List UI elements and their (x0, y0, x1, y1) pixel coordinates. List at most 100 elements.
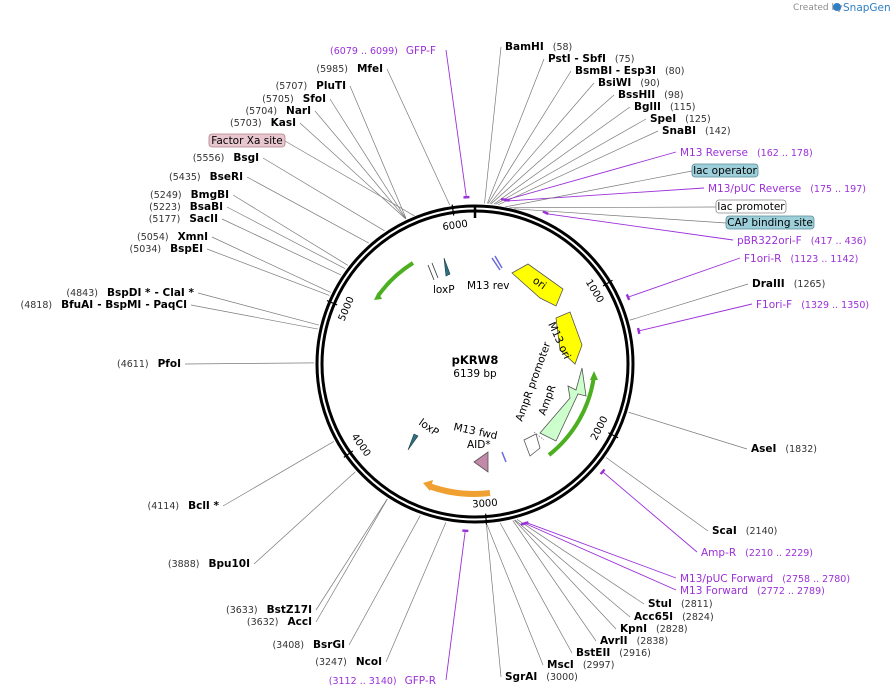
restriction-site-bglii[interactable]: BglII(115) (634, 101, 695, 113)
feature-box-cap-binding-site[interactable]: CAP binding site (725, 215, 815, 230)
feature-box-factor-xa-site[interactable]: Factor Xa site (208, 133, 286, 148)
feature-box-label: Factor Xa site (211, 135, 282, 147)
site-leader-bamhi (484, 46, 502, 204)
site-leader-bsgi (262, 157, 385, 232)
restriction-site-sacii[interactable]: (5177)SacII (149, 213, 218, 225)
site-leader-mfei (386, 68, 451, 206)
primer-amp-r[interactable]: Amp-R(2210 .. 2229) (701, 547, 813, 559)
primer-m13-forward[interactable]: M13 Forward(2772 .. 2789) (680, 585, 825, 597)
loxp-top-icon[interactable] (443, 257, 451, 277)
site-label: Acc65I(2824) (634, 611, 714, 623)
ampr-promoter-hatch (533, 431, 545, 441)
primer-m13-reverse[interactable]: M13 Reverse(162 .. 178) (680, 147, 813, 159)
green-arc-right[interactable] (547, 375, 596, 457)
primer-leader-gfp-f (445, 49, 467, 199)
ampr-arrow[interactable] (539, 367, 587, 442)
restriction-site-bamhi[interactable]: BamHI(58) (505, 41, 572, 53)
feature-box-bg (725, 215, 815, 230)
restriction-site-bpu10i[interactable]: (3888)Bpu10I (168, 558, 250, 570)
restriction-site-bsrgi[interactable]: (3408)BsrGI (272, 639, 345, 651)
aid-arrow[interactable] (473, 451, 489, 473)
restriction-site-bspdi[interactable]: (4843)BspDI *- ClaI * (66, 287, 194, 299)
restriction-site-stui[interactable]: StuI(2811) (648, 598, 713, 610)
restriction-site-scai[interactable]: ScaI(2140) (712, 525, 777, 537)
restriction-site-bsiwi[interactable]: BsiWI(90) (598, 77, 660, 89)
orange-arc-head (423, 480, 433, 491)
restriction-site-acci[interactable]: (3632)AccI (247, 616, 312, 628)
site-label: AvrII(2838) (600, 635, 668, 647)
feature-box-bg (715, 199, 787, 214)
primer-m13-puc-reverse[interactable]: M13/pUC Reverse(175 .. 197) (708, 183, 866, 195)
restriction-site-draiii[interactable]: DraIII(1265) (752, 278, 825, 290)
restriction-site-acc65i[interactable]: Acc65I(2824) (634, 611, 714, 623)
primer-f1ori-r[interactable]: F1ori-R(1123 .. 1142) (744, 253, 858, 265)
primer-leader-m13-puc-reverse (506, 187, 705, 202)
m13-fwd-marker (501, 451, 507, 463)
feature-box-lac-operator[interactable]: lac operator (691, 163, 759, 178)
snapgene-name: SnapGene (843, 2, 891, 14)
site-label: SgrAI(3000) (505, 671, 578, 683)
primer-pbr322ori-f[interactable]: pBR322ori-F(417 .. 436) (737, 235, 866, 247)
green-arc-left-head (374, 292, 382, 300)
primer-f1ori-f[interactable]: F1ori-F(1329 .. 1350) (756, 299, 869, 311)
restriction-site-bsgi[interactable]: (5556)BsgI (193, 152, 259, 164)
restriction-site-bsshii[interactable]: BssHII(98) (618, 89, 684, 101)
primer-gfp-r[interactable]: (3112 .. 3140)GFP-R (329, 675, 436, 687)
restriction-site-avrii[interactable]: AvrII(2838) (600, 635, 668, 647)
restriction-site-kasi[interactable]: (5703)KasI (230, 117, 296, 129)
site-label: (5985)MfeI (316, 63, 383, 75)
restriction-site-snabi[interactable]: SnaBI(142) (662, 125, 731, 137)
loxp-bottom-icon[interactable] (407, 433, 419, 451)
restriction-site-pluti[interactable]: (5707)PluTI (276, 80, 346, 92)
ruler-tick-1000 (602, 279, 613, 287)
site-leader-kasi (299, 122, 406, 220)
restriction-site-bsmbi[interactable]: BsmBI - Esp3I(80) (575, 65, 684, 77)
ruler-label-5000: 5000 (337, 295, 357, 323)
m13-ori-arrow[interactable] (555, 311, 583, 365)
site-leader-pluti (349, 85, 407, 219)
restriction-site-bsabi[interactable]: (5223)BsaBI (149, 201, 223, 213)
restriction-site-msci[interactable]: MscI(2997) (547, 659, 614, 671)
site-leader-draiii (629, 283, 749, 321)
restriction-site-bseri[interactable]: (5435)BseRI (169, 171, 243, 183)
green-arc-left[interactable] (376, 261, 415, 298)
restriction-site-nari[interactable]: (5704)NarI (245, 105, 311, 117)
ruler-tick-2000 (608, 432, 619, 439)
ampr-promoter-arrow[interactable] (523, 433, 541, 457)
restriction-site-ncoi[interactable]: (3247)NcoI (315, 656, 382, 668)
restriction-site-bmgbi[interactable]: (5249)BmgBI (150, 189, 229, 201)
site-leader-bsmbi (487, 70, 572, 204)
primer-leader-f1ori-r (626, 257, 741, 298)
restriction-site-spei[interactable]: SpeI(125) (650, 113, 711, 125)
primer-label: M13/pUC Reverse(175 .. 197) (708, 183, 866, 195)
primer-gfp-f[interactable]: (6079 .. 6099)GFP-F (330, 45, 436, 57)
restriction-site-bcli[interactable]: (4114)BclI * (148, 500, 220, 512)
restriction-site-sgrai[interactable]: SgrAI(3000) (505, 671, 578, 683)
restriction-site-bspei[interactable]: (5034)BspEI (130, 243, 203, 255)
restriction-site-bsteii[interactable]: BstEII(2916) (576, 647, 651, 659)
restriction-site-pfoi[interactable]: (4611)PfoI (117, 358, 181, 370)
ruler-tick-3000 (485, 513, 488, 525)
primer-m13-puc-forward[interactable]: M13/pUC Forward(2758 .. 2780) (680, 573, 850, 585)
restriction-site-xmni[interactable]: (5054)XmnI (137, 231, 208, 243)
restriction-site-psti[interactable]: PstI - SbfI(75) (548, 53, 634, 65)
plasmid-title: pKRW8 6139 bp (452, 353, 499, 380)
primer-leader-m13-forward (523, 522, 677, 591)
primer-mark-m13-puc-reverse (503, 198, 510, 202)
ori-arrow[interactable] (511, 263, 564, 307)
site-label: (3633)BstZ17I (226, 604, 312, 616)
restriction-site-mfei[interactable]: (5985)MfeI (316, 63, 383, 75)
site-leader-kpni (514, 519, 617, 630)
restriction-site-sfoi[interactable]: (5705)SfoI (262, 93, 326, 105)
site-label: StuI(2811) (648, 598, 713, 610)
restriction-site-bfuai[interactable]: (4818)BfuAI- BspMI- PaqCI (21, 299, 187, 311)
snapgene-logo-icon (833, 3, 841, 11)
restriction-site-bstz17i[interactable]: (3633)BstZ17I (226, 604, 312, 616)
site-leader-bcli (222, 441, 335, 507)
restriction-site-kpni[interactable]: KpnI(2828) (620, 623, 688, 635)
site-leader-bspdi (197, 292, 319, 326)
site-leader-sgrai (486, 524, 502, 678)
orange-arc[interactable] (427, 483, 491, 497)
feature-box-lac-promoter[interactable]: lac promoter (715, 199, 787, 214)
restriction-site-asei[interactable]: AseI(1832) (751, 443, 817, 455)
